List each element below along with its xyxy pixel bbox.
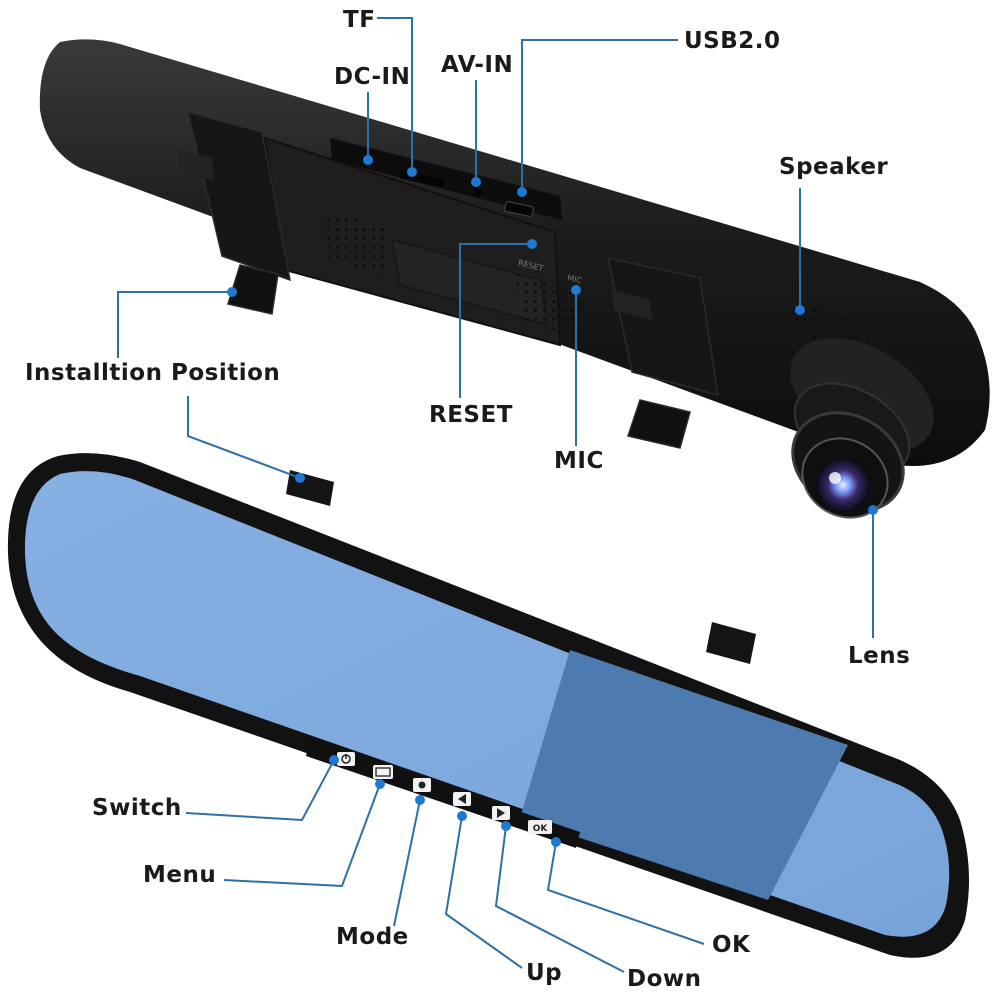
label-dc-in: DC-IN xyxy=(334,64,411,90)
lens-glass xyxy=(816,458,870,512)
leader-switch xyxy=(185,759,335,822)
leader-mode xyxy=(393,799,421,927)
display-screen xyxy=(520,650,848,900)
leader-usb xyxy=(521,39,678,192)
clip-left-upper xyxy=(186,110,291,282)
switch-button[interactable] xyxy=(337,752,355,766)
leader-ok xyxy=(546,841,705,945)
label-tf: TF xyxy=(343,7,376,33)
mic-print: MIC xyxy=(566,273,583,285)
svg-text:OK: OK xyxy=(533,824,549,834)
label-mode: Mode xyxy=(336,924,409,950)
mode-button[interactable] xyxy=(413,778,431,792)
clip-right-hook xyxy=(627,399,691,449)
menu-button[interactable] xyxy=(373,765,393,779)
vent-left xyxy=(322,210,388,276)
label-switch: Switch xyxy=(92,795,182,821)
mirror-back-view: RESET MIC xyxy=(39,39,990,519)
label-reset: RESET xyxy=(429,402,513,428)
label-mic: MIC xyxy=(554,448,604,474)
label-installation-position: Installtion Position xyxy=(25,360,281,386)
label-ok: OK xyxy=(712,932,751,958)
mirror-front-view: OK xyxy=(7,453,969,958)
leader-install-bottom xyxy=(187,396,301,479)
leader-up xyxy=(444,815,523,969)
leader-reset xyxy=(459,243,530,398)
label-down: Down xyxy=(627,966,702,992)
label-av-in: AV-IN xyxy=(441,52,514,78)
vent-right xyxy=(516,272,583,340)
rear-camera xyxy=(790,338,934,519)
leader-down xyxy=(494,825,625,973)
up-button[interactable] xyxy=(453,792,471,806)
label-usb: USB2.0 xyxy=(684,28,781,54)
label-speaker: Speaker xyxy=(779,154,889,180)
label-lens: Lens xyxy=(848,643,911,669)
clip-right-tab xyxy=(612,290,652,320)
leader-menu xyxy=(223,783,381,888)
ok-button[interactable]: OK xyxy=(528,820,552,834)
down-button[interactable] xyxy=(492,806,510,820)
mount-tab-right xyxy=(706,622,756,664)
label-menu: Menu xyxy=(143,862,217,888)
port-strip xyxy=(330,138,562,220)
clip-right-upper xyxy=(607,257,719,397)
usb-port xyxy=(504,201,534,217)
av-jack xyxy=(472,188,482,198)
leader-tf xyxy=(377,17,413,172)
clip-left-tab xyxy=(178,150,214,180)
leader-install-top xyxy=(117,291,230,358)
leader-lines xyxy=(117,17,878,973)
label-up: Up xyxy=(526,960,563,986)
